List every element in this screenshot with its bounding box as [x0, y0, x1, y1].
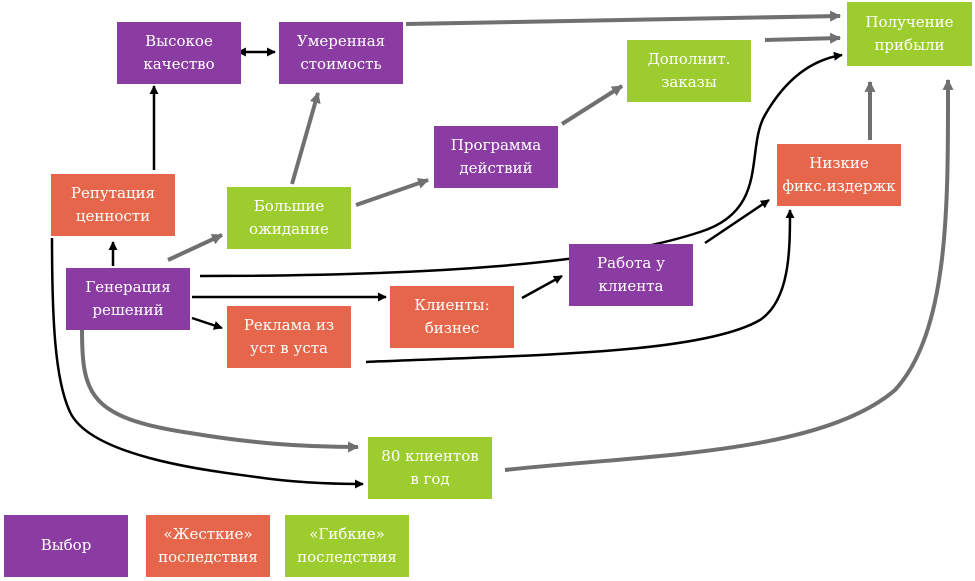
arrow-generation-to-expectations [167, 233, 223, 262]
node-expectations: Большие ожидание [227, 187, 351, 249]
arrow-generation-to-profit [199, 51, 843, 278]
arrow-generation-to-word-of-mouth [191, 316, 223, 330]
node-low-fixed-costs: Низкие фикс.издержк [777, 144, 901, 206]
arrow-expectations-to-program [355, 178, 430, 207]
node-word-of-mouth: Реклама из уст в уста [227, 306, 351, 368]
legend-hard: «Жесткие» последствия [146, 515, 270, 577]
node-program: Программа действий [434, 126, 558, 188]
node-client-work: Работа у клиента [569, 244, 693, 306]
arrow-client-work-to-low-fixed [704, 198, 770, 245]
arrow-extra-orders-to-profit [764, 32, 842, 44]
node-profit: Получение прибыли [847, 2, 972, 66]
node-generation: Генерация решений [66, 268, 190, 330]
node-reputation: Репутация ценности [51, 174, 175, 236]
arrow-program-to-extra-orders [560, 84, 624, 126]
node-eighty-clients: 80 клиентов в год [368, 437, 492, 499]
arrow-eighty-to-profit [504, 78, 954, 472]
arrow-clients-to-client-work [521, 274, 563, 300]
legend-soft: «Гибкие» последствия [285, 515, 409, 577]
arrow-moderate-cost-to-profit [405, 10, 842, 26]
legend-choice: Выбор [4, 515, 128, 577]
node-high-quality: Высокое качество [117, 22, 241, 84]
arrow-generation-to-eighty [80, 329, 360, 453]
node-moderate-cost: Умеренная стоимость [279, 22, 403, 84]
arrow-word-of-mouth-to-low-fixed [365, 209, 795, 364]
arrow-reputation-to-eighty [50, 237, 364, 489]
node-extra-orders: Дополнит. заказы [627, 40, 751, 102]
node-clients-business: Клиенты: бизнес [390, 286, 514, 348]
arrow-expectations-to-moderate-cost [290, 91, 321, 185]
